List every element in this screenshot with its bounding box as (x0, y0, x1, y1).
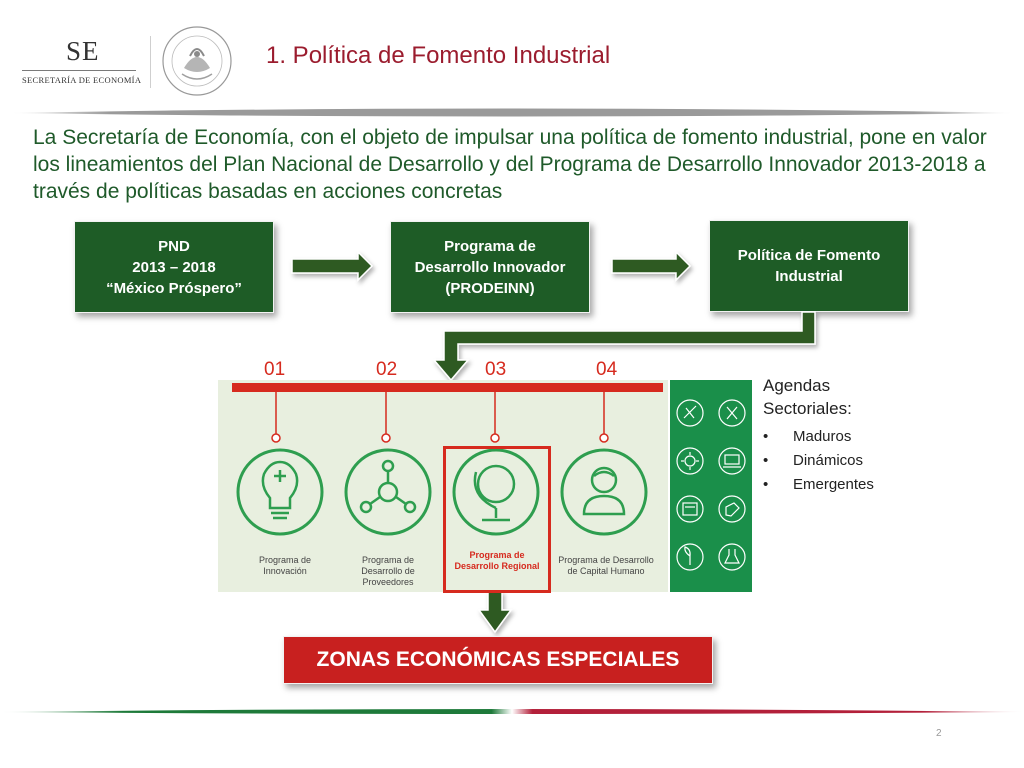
person-circle (560, 448, 648, 536)
agendas-title-line-1: Agendas (763, 376, 831, 395)
label-line: Programa de (361, 555, 415, 565)
agenda-item-maduros: •Maduros (763, 428, 852, 445)
agendas-title: Agendas Sectoriales: (763, 374, 852, 420)
flask-icon (718, 543, 746, 571)
secretaria-economia-logo: SE SECRETARÍA DE ECONOMÍA (22, 36, 142, 92)
pnd-line-3: “México Próspero” (106, 279, 242, 297)
politica-line-1: Política de Fomento (737, 247, 881, 264)
agenda-item-label: Emergentes (793, 476, 874, 493)
slide-title: 1. Política de Fomento Industrial (266, 42, 611, 69)
label-line: Innovación (263, 566, 307, 576)
agenda-item-dinamicos: •Dinámicos (763, 452, 864, 469)
satellite-icon (676, 399, 704, 427)
gear-icon (676, 447, 704, 475)
agenda-item-emergentes: •Emergentes (763, 476, 874, 493)
page-number: 2 (936, 728, 942, 739)
label-line: Proveedores (362, 577, 414, 587)
prodeinn-line-2: Desarrollo Innovador (414, 258, 566, 276)
step-number-02: 02 (376, 359, 398, 380)
label-line: de Capital Humano (567, 566, 645, 576)
regional-highlight-frame (443, 446, 551, 593)
label-line: Programa de (258, 555, 312, 565)
prodeinn-line-1: Programa de (444, 237, 536, 255)
prodeinn-box: Programa de Desarrollo Innovador (PRODEI… (390, 221, 590, 313)
pnd-line-2: 2013 – 2018 (132, 258, 216, 276)
globe-icon (473, 464, 516, 522)
laptop-icon (718, 447, 746, 475)
national-seal (162, 26, 232, 96)
arrow-pnd-to-prodeinn (291, 250, 374, 282)
tag-icon (718, 495, 746, 523)
pnd-box: PND 2013 – 2018 “México Próspero” (74, 221, 274, 313)
label-line: Desarrollo de (361, 566, 415, 576)
network-icon (359, 459, 417, 514)
calculator-icon (676, 495, 704, 523)
zonas-economicas-box: ZONAS ECONÓMICAS ESPECIALES (283, 636, 713, 684)
pnd-line-1: PND (158, 237, 190, 255)
header-divider (150, 36, 151, 88)
header-shadow (10, 108, 1014, 117)
lightbulb-icon (261, 460, 299, 520)
politica-box: Política de Fomento Industrial (709, 220, 909, 312)
logo-rule (22, 70, 136, 71)
prodeinn-line-3: (PRODEINN) (445, 279, 535, 297)
label-line: Programa de (469, 550, 525, 560)
step-number-01: 01 (264, 359, 286, 380)
label-line: Programa de Desarrollo (558, 555, 654, 565)
plant-icon (676, 543, 704, 571)
arrow-to-zonas (477, 591, 513, 634)
arrow-politica-to-programs (432, 311, 816, 382)
logo-se-text: SE (66, 36, 100, 66)
lightbulb-circle (236, 448, 324, 536)
globe-circle (452, 448, 540, 536)
logo-subtitle: SECRETARÍA DE ECONOMÍA (22, 75, 142, 85)
agenda-item-label: Dinámicos (793, 452, 864, 469)
step-number-03: 03 (485, 359, 507, 380)
agenda-item-label: Maduros (793, 428, 852, 445)
footer-stripe (0, 709, 1024, 714)
timeline-bar (232, 383, 663, 392)
step-number-04: 04 (596, 359, 618, 380)
politica-line-2: Industrial (775, 268, 843, 285)
dna-icon (718, 399, 746, 427)
intro-paragraph: La Secretaría de Economía, con el objeto… (33, 126, 987, 203)
program-label-innovacion: Programa de Innovación (235, 555, 335, 577)
person-icon (582, 466, 626, 516)
program-label-proveedores: Programa de Desarrollo de Proveedores (338, 555, 438, 588)
label-line: Desarrollo Regional (454, 561, 540, 571)
agendas-title-line-2: Sectoriales: (763, 399, 852, 418)
arrow-prodeinn-to-politica (611, 250, 692, 282)
sector-icons-panel (670, 380, 752, 592)
program-label-regional: Programa de Desarrollo Regional (447, 550, 547, 572)
network-circle (344, 448, 432, 536)
program-label-capital-humano: Programa de Desarrollo de Capital Humano (552, 555, 660, 577)
